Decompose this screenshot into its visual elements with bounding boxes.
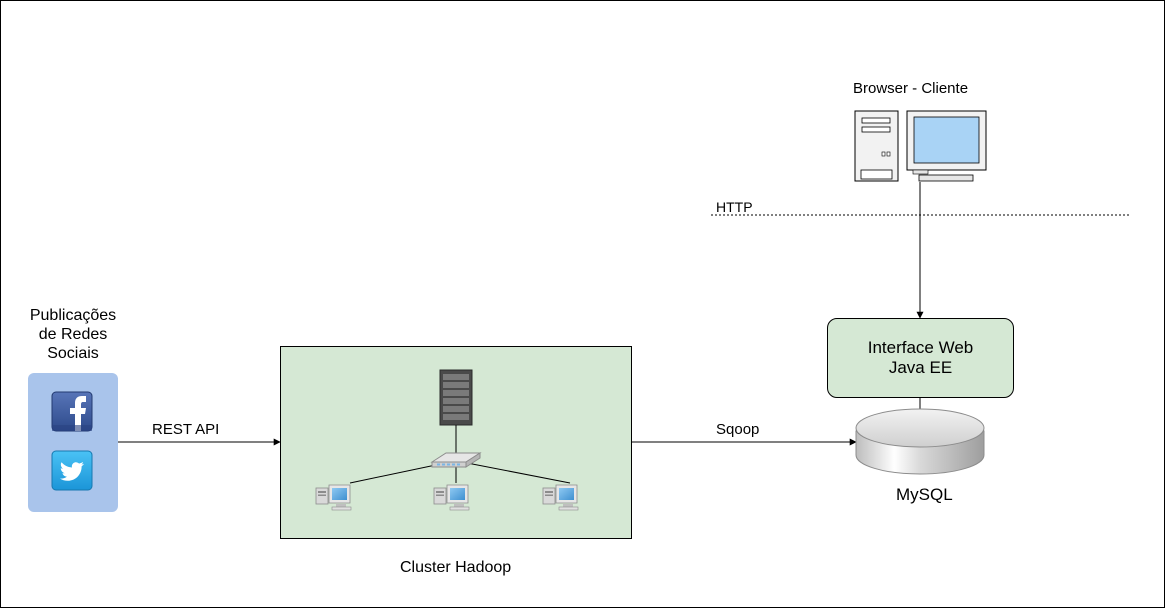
- social-title-line2: de Redes: [38, 326, 108, 344]
- web-interface-line2: Java EE: [888, 358, 953, 377]
- workstation-node3-icon: [542, 484, 579, 511]
- rest-api-label: REST API: [152, 421, 220, 438]
- social-title-line1: Publicações: [29, 307, 117, 324]
- social-title: Publicações de Redes Sociais: [18, 306, 128, 364]
- twitter-icon: [51, 450, 93, 491]
- workstation-node1-icon: [315, 484, 352, 511]
- facebook-icon: [51, 391, 93, 432]
- desktop-tower-icon: [854, 110, 899, 182]
- hub-to-node3-line: [461, 461, 571, 484]
- mysql-label: MySQL: [896, 485, 953, 504]
- cluster-label: Cluster Hadoop: [400, 559, 512, 576]
- browser-client-label: Browser - Cliente: [853, 80, 969, 97]
- sqoop-label: Sqoop: [716, 421, 760, 438]
- social-title-line3: Sociais: [47, 345, 99, 363]
- network-hub-icon: [430, 452, 482, 468]
- http-label: HTTP: [716, 199, 753, 215]
- workstation-node2-icon: [433, 484, 470, 511]
- monitor-icon: [906, 110, 987, 182]
- web-interface-line1: Interface Web: [867, 337, 974, 357]
- server-rack-icon: [439, 369, 473, 426]
- database-cylinder-icon: [855, 408, 985, 475]
